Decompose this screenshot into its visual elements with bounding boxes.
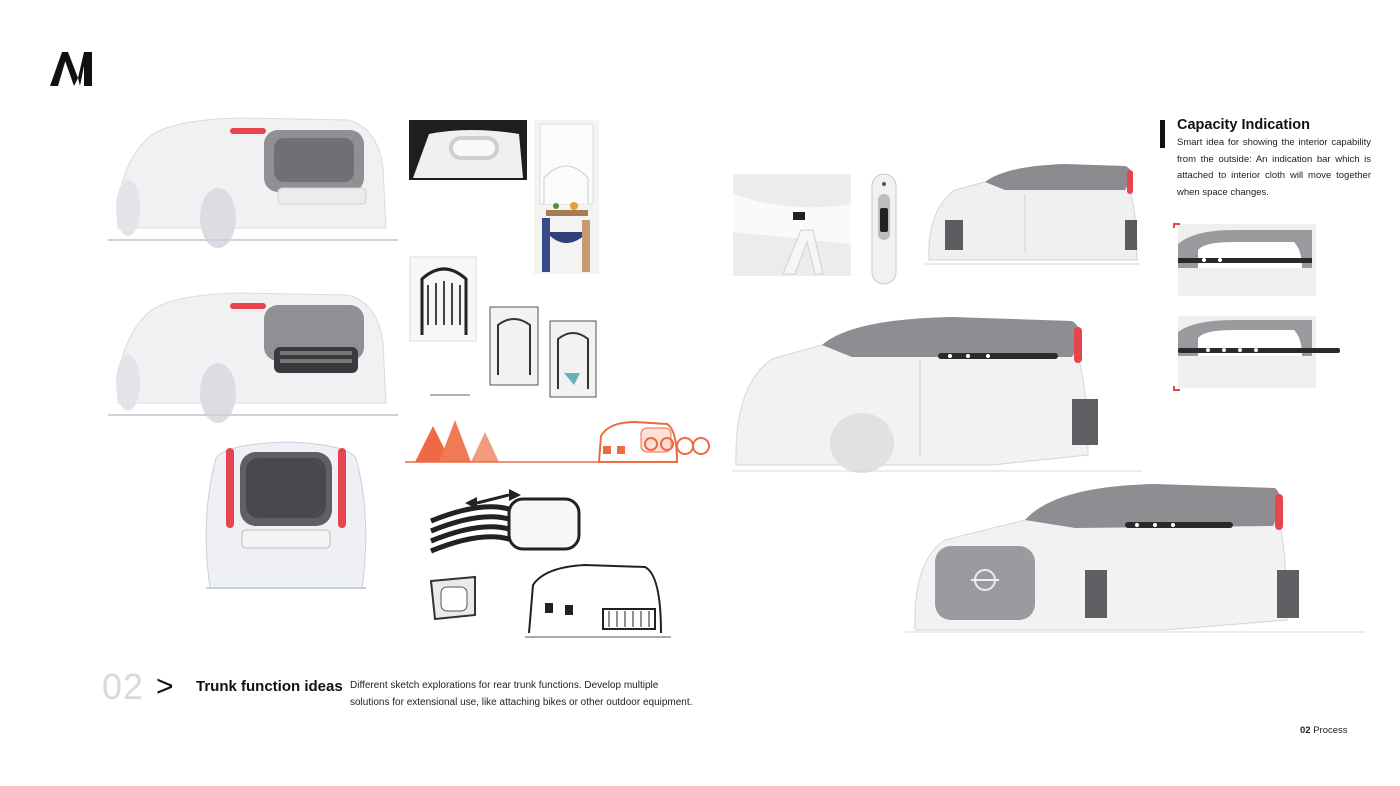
section-description: Different sketch explorations for rear t… — [350, 680, 693, 708]
capacity-description: Smart idea for showing the interior capa… — [1177, 137, 1371, 198]
section-title: Trunk function ideas — [196, 678, 343, 695]
trunk-mechanism-sketches — [429, 489, 671, 638]
capacity-indicator-detail-1 — [1173, 223, 1316, 296]
section-number: 02 — [102, 666, 145, 707]
car-side-render-large — [732, 317, 1142, 473]
seat-detail-photo — [733, 174, 851, 276]
page-footer: 02 Process — [1300, 725, 1348, 736]
chevron-right-icon: > — [156, 670, 174, 703]
capacity-title: Capacity Indication — [1177, 117, 1310, 133]
furniture-reference-photo — [534, 120, 599, 274]
car-rear-render-open — [108, 292, 398, 423]
footer-label: Process — [1313, 725, 1348, 736]
car-rear-view-render — [205, 441, 367, 589]
car-side-render-small — [925, 164, 1140, 265]
capacity-accent-bar — [1160, 120, 1165, 148]
capacity-indicator-detail-2 — [1173, 316, 1340, 391]
footer-page-number: 02 — [1300, 725, 1311, 736]
product-reference-photo — [409, 120, 527, 180]
bike-carrier-sketch — [405, 420, 710, 463]
car-front-render-large — [905, 484, 1365, 633]
m-monogram-logo — [50, 52, 92, 86]
trunk-sketches-frames — [409, 256, 597, 398]
indicator-device-render — [871, 173, 897, 285]
car-rear-render-closed — [108, 117, 398, 248]
